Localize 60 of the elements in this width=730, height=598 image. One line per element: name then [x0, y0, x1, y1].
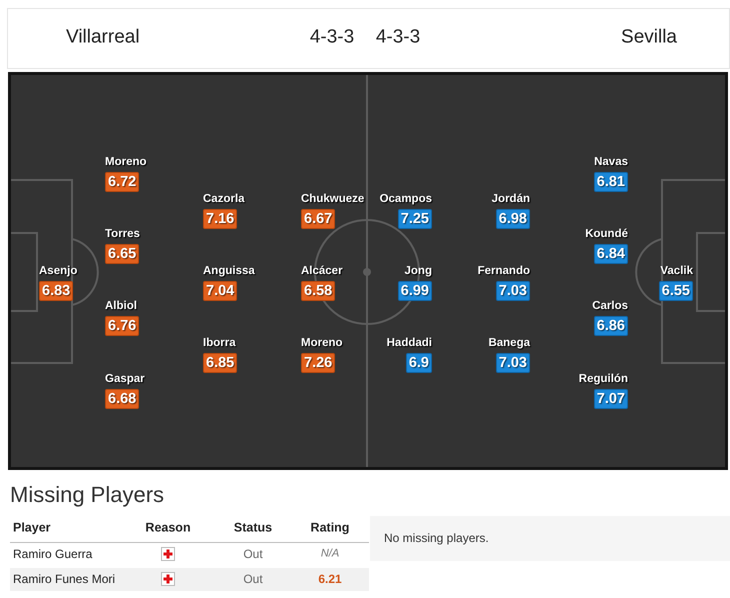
player-name: Iborra: [203, 336, 237, 350]
column-header: Player: [13, 520, 51, 536]
rating-badge: 7.03: [496, 280, 530, 300]
rating-badge: 6.67: [301, 208, 336, 228]
team-name: Villarreal: [66, 26, 140, 48]
player-name: Banega: [488, 336, 530, 350]
team-name: Sevilla: [621, 26, 677, 48]
rating-badge: 6.55: [658, 280, 693, 300]
section-heading: Missing Players: [10, 482, 164, 508]
player-name: Koundé: [585, 228, 628, 240]
player-name: Vaclik: [659, 264, 693, 278]
status-text: Out: [243, 572, 263, 586]
rating-badge: 6.68: [105, 388, 140, 408]
rating-badge: 6.85: [203, 352, 238, 372]
empty-message: No missing players.: [384, 531, 489, 545]
player-name: Gaspar: [105, 372, 145, 386]
player-name: Torres: [105, 228, 140, 240]
rating-badge: 7.26: [301, 352, 336, 372]
rating-badge: 7.16: [203, 208, 238, 228]
status-text: Out: [243, 547, 263, 561]
rating-badge: 6.58: [301, 280, 336, 300]
player-name: Ramiro Guerra: [13, 547, 92, 561]
rating-badge: 7.04: [203, 280, 238, 300]
rating-badge: 6.81: [594, 172, 628, 192]
player-name: Jordán: [492, 192, 530, 206]
player-name: Moreno: [105, 156, 147, 168]
player-name: Navas: [594, 156, 628, 168]
rating-badge: 7.07: [594, 388, 628, 408]
rating-badge: 6.65: [105, 244, 140, 264]
rating-badge: 6.84: [594, 244, 628, 264]
rating-value: N/A: [320, 548, 340, 560]
formation: 4-3-3: [310, 26, 354, 48]
player-name: Jong: [404, 264, 432, 278]
rating-badge: 6.83: [39, 280, 74, 300]
rating-badge: 6.9: [406, 352, 432, 372]
player-name: Reguilón: [578, 372, 628, 386]
player-name: Ocampos: [380, 192, 432, 206]
rating-value: 6.21: [318, 572, 342, 586]
player-name: Moreno: [301, 336, 343, 350]
player-name: Carlos: [592, 300, 628, 312]
player-name: Cazorla: [203, 192, 245, 206]
player-name: Chukwueze: [301, 192, 364, 206]
player-name: Anguissa: [203, 264, 255, 278]
rating-badge: 6.76: [105, 316, 140, 336]
formation: 4-3-3: [376, 26, 420, 48]
player-name: Alcácer: [301, 264, 343, 278]
player-name: Haddadi: [386, 336, 432, 350]
player-name: Fernando: [478, 264, 530, 278]
rating-badge: 6.98: [496, 208, 530, 228]
player-name: Asenjo: [39, 264, 78, 278]
rating-badge: 6.99: [398, 280, 432, 300]
rating-badge: 7.25: [398, 208, 432, 228]
column-header: Status: [234, 520, 272, 536]
rating-badge: 6.86: [594, 316, 628, 336]
column-header: Rating: [310, 520, 350, 536]
rating-badge: 6.72: [105, 172, 140, 192]
rating-badge: 7.03: [496, 352, 530, 372]
player-name: Ramiro Funes Mori: [13, 572, 116, 586]
player-name: Albiol: [105, 300, 138, 312]
column-header: Reason: [145, 520, 191, 536]
